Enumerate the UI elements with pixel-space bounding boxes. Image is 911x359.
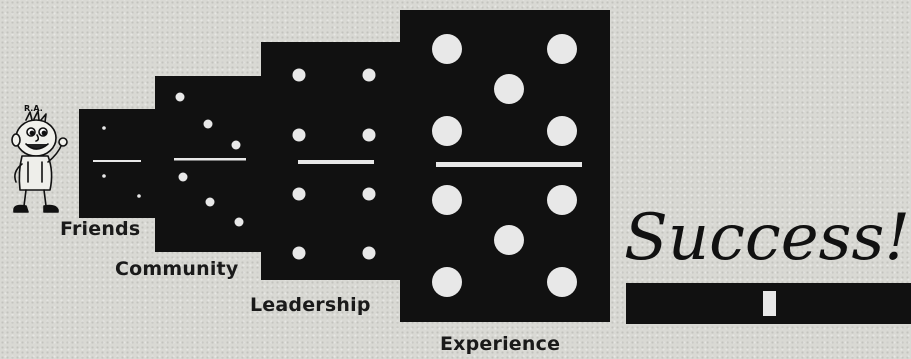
pip	[102, 126, 106, 130]
pip	[363, 129, 376, 142]
pip	[494, 225, 524, 255]
pip	[102, 174, 106, 178]
label-community: Community	[115, 258, 238, 280]
success-headline: Success!	[624, 206, 910, 270]
pip	[494, 74, 524, 104]
pip	[432, 267, 462, 297]
pip	[547, 185, 577, 215]
label-experience: Experience	[440, 333, 560, 355]
pip	[547, 34, 577, 64]
pip	[432, 34, 462, 64]
pip	[363, 247, 376, 260]
pip	[432, 185, 462, 215]
pip	[293, 129, 306, 142]
pip	[293, 188, 306, 201]
pip	[235, 218, 244, 227]
pip	[137, 194, 141, 198]
pip	[179, 173, 188, 182]
domino-experience	[400, 10, 610, 322]
pip	[432, 116, 462, 146]
pip	[206, 198, 215, 207]
label-friends: Friends	[60, 218, 140, 240]
domino-community	[155, 76, 263, 252]
label-leadership: Leadership	[250, 294, 371, 316]
pip	[176, 93, 185, 102]
pip	[547, 116, 577, 146]
pip	[363, 69, 376, 82]
pip	[232, 141, 241, 150]
pip	[204, 120, 213, 129]
pip	[547, 267, 577, 297]
pip	[293, 247, 306, 260]
domino-leadership	[261, 42, 401, 280]
domino-friends	[79, 109, 155, 218]
pip	[293, 69, 306, 82]
cartoon-boy-icon	[4, 110, 76, 222]
pip	[363, 188, 376, 201]
domino-bar-icon	[626, 283, 911, 324]
